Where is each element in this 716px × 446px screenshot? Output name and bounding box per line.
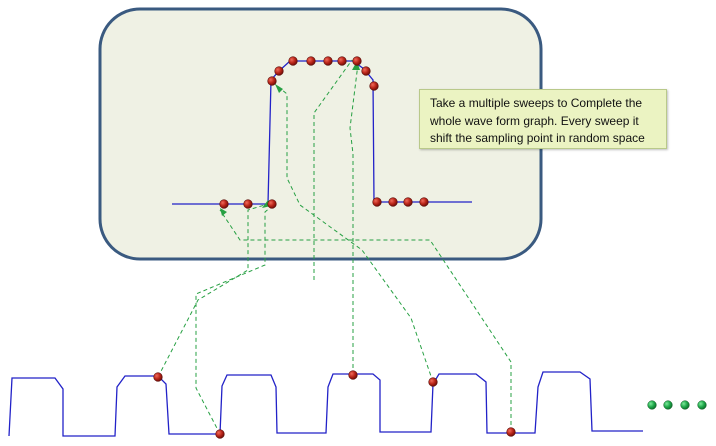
sample-point — [288, 56, 298, 66]
sample-point — [369, 81, 379, 91]
sample-point — [274, 66, 284, 76]
sample-point — [267, 199, 277, 209]
sample-point — [306, 56, 316, 66]
signal-sample-point — [428, 377, 438, 387]
continuation-dot — [663, 400, 673, 410]
signal-sample-point — [348, 370, 358, 380]
sample-mapping-lines — [157, 59, 512, 435]
continuation-dot — [697, 400, 707, 410]
arrowhead-2 — [220, 208, 227, 216]
sample-point — [403, 197, 413, 207]
signal-sample-point — [215, 429, 225, 439]
sample-point — [337, 56, 347, 66]
continuation-dots-icon — [647, 400, 707, 410]
annotation-note: Take a multiple sweeps to Complete the w… — [419, 89, 667, 149]
sample-point — [361, 66, 371, 76]
sample-point — [267, 76, 277, 86]
sampled-signal-waveform — [8, 371, 643, 437]
sample-point — [352, 56, 362, 66]
signal-sample-points — [153, 370, 516, 439]
mapping-line-sweep-6 — [313, 59, 353, 280]
continuation-dot — [680, 400, 690, 410]
annotation-text: Take a multiple sweeps to Complete the w… — [430, 96, 645, 145]
sample-point — [243, 199, 253, 209]
sample-point — [419, 197, 429, 207]
sample-point — [372, 197, 382, 207]
sample-point — [388, 197, 398, 207]
mapping-line-sweep-2 — [195, 205, 273, 435]
reconstructed-sample-points — [219, 56, 429, 209]
arrowhead-3 — [275, 84, 283, 93]
sample-point — [323, 56, 333, 66]
mapping-line-sweep-1 — [157, 203, 269, 378]
continuation-dot — [647, 400, 657, 410]
reconstructed-pulse — [172, 60, 472, 205]
signal-sample-point — [153, 372, 163, 382]
arrowhead-4 — [352, 61, 360, 70]
sample-point — [219, 199, 229, 209]
mapping-line-sweep-3 — [349, 63, 359, 375]
mapping-arrowheads — [220, 61, 360, 216]
signal-sample-point — [506, 427, 516, 437]
